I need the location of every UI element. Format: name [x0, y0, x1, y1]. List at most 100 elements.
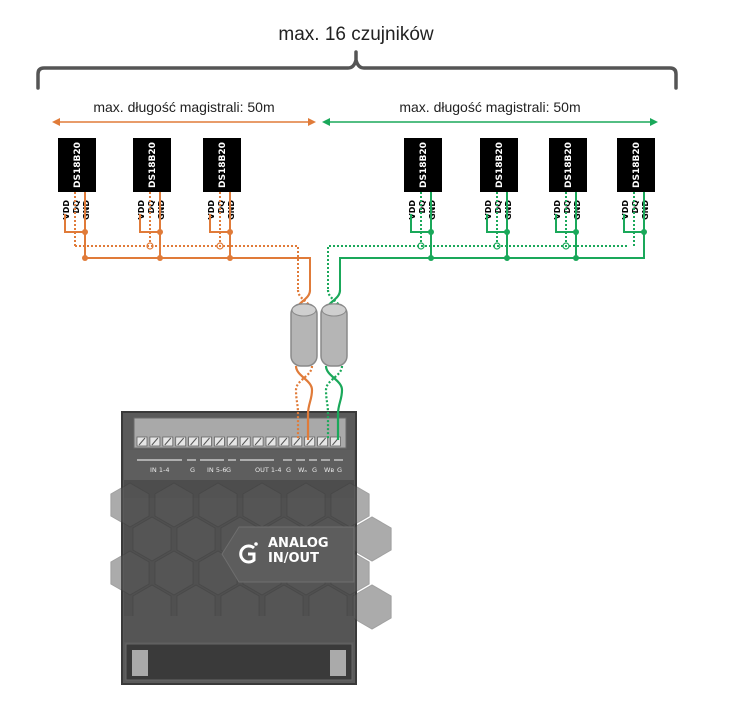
hex-pattern-cell	[198, 482, 238, 528]
din-rail-slot	[125, 643, 353, 681]
pin-label-gnd: GND	[573, 200, 582, 220]
sensor-label: DS18B20	[148, 142, 158, 188]
pin-label-dq: DQ	[72, 200, 81, 214]
terminal-label: G	[226, 466, 231, 474]
terminal-screw-slot	[306, 437, 314, 446]
terminal-screw-slot	[203, 437, 210, 446]
terminal-label: IN 5-6	[207, 466, 226, 474]
pin-label-vdd: VDD	[408, 200, 417, 220]
hex-pattern-cell	[154, 482, 194, 528]
pin-label-gnd: GND	[82, 200, 91, 220]
pin-label-dq: DQ	[147, 200, 156, 214]
vdd-wire	[64, 214, 85, 233]
sensor-label: DS18B20	[73, 142, 83, 188]
terminal-screw-slot	[177, 437, 185, 446]
pin-label-vdd: VDD	[553, 200, 562, 220]
pin-label-dq: DQ	[494, 200, 503, 214]
junction-dot	[227, 229, 233, 235]
sensor-body	[480, 138, 518, 192]
screw-terminal	[317, 436, 329, 447]
terminal-screw-slot	[216, 437, 223, 446]
vdd-wire	[555, 214, 576, 233]
terminal-screw-slot	[190, 437, 197, 446]
sensor-body	[133, 138, 171, 192]
sensor-body	[203, 138, 241, 192]
pin-label-vdd: VDD	[621, 200, 630, 220]
terminal-label: G	[312, 466, 317, 474]
junction-dot	[157, 229, 163, 235]
sensor-label: DS18B20	[495, 142, 505, 188]
hex-pattern-cell	[132, 516, 172, 562]
junction-dot	[428, 229, 434, 235]
screw-terminal	[136, 436, 148, 447]
twisted-wire-dashed-green	[324, 365, 344, 440]
vdd-wire	[139, 214, 160, 233]
hex-pattern-cell	[352, 516, 392, 562]
label-strip	[124, 450, 354, 480]
brand-plate	[221, 526, 355, 583]
pin-label-vdd: VDD	[484, 200, 493, 220]
gnd-trunk-right	[339, 225, 645, 290]
junction-dot	[573, 229, 579, 235]
screw-terminal	[201, 436, 212, 447]
pin-label-gnd: GND	[157, 200, 166, 220]
screw-terminal	[252, 436, 264, 447]
ferrite-top	[321, 303, 347, 317]
sensor-body	[617, 138, 655, 192]
din-clip-left	[132, 650, 148, 676]
terminal-screw-slot	[254, 437, 262, 446]
twisted-wire-dashed-orange	[294, 365, 314, 440]
din-clip-right	[330, 650, 346, 676]
sensor-count-title: max. 16 czujników	[278, 24, 434, 45]
bus-length-label-right: max. długość magistrali: 50m	[399, 99, 580, 115]
terminal-screw-slot	[319, 437, 326, 446]
vdd-wire	[209, 214, 230, 233]
hex-pattern-cell	[352, 584, 392, 630]
junction-dot	[504, 229, 510, 235]
pin-label-dq: DQ	[563, 200, 572, 214]
screw-terminal	[226, 436, 238, 447]
pin-label-dq: DQ	[631, 200, 640, 214]
screw-terminal	[149, 436, 161, 447]
ferrite-top	[291, 303, 317, 317]
grenton-logo-icon	[239, 542, 258, 564]
sensor-label: DS18B20	[218, 142, 228, 188]
hex-pattern-cell	[176, 516, 216, 562]
pin-label-vdd: VDD	[62, 200, 71, 220]
arrowhead-right-icon	[650, 118, 658, 126]
pin-label-gnd: GND	[641, 200, 650, 220]
sensor-label: DS18B20	[632, 142, 642, 188]
vdd-wire	[623, 214, 644, 233]
terminal-label: G	[337, 466, 342, 474]
pin-label-vdd: VDD	[137, 200, 146, 220]
arrowhead-right-icon	[308, 118, 316, 126]
screw-terminal	[162, 436, 174, 447]
dq-trunk-left	[75, 245, 299, 290]
pin-label-dq: DQ	[217, 200, 226, 214]
pin-label-gnd: GND	[428, 200, 437, 220]
brace	[36, 50, 678, 90]
gnd-trunk-left	[85, 257, 311, 290]
brand-line-1: ANALOG	[268, 536, 329, 551]
junction-dot	[82, 229, 88, 235]
terminal-screw-slot	[138, 437, 146, 446]
pin-label-gnd: GND	[504, 200, 513, 220]
terminal-label: Wₐ	[298, 466, 307, 474]
sensor-label: DS18B20	[419, 142, 429, 188]
screw-terminal	[291, 436, 303, 447]
screw-terminal	[213, 436, 225, 447]
arrowhead-left-icon	[322, 118, 330, 126]
screw-terminal	[265, 436, 277, 447]
terminal-label: Wʙ	[324, 466, 334, 474]
screw-terminal	[175, 436, 187, 447]
terminal-screw-slot	[293, 437, 301, 446]
hex-pattern-cell	[154, 550, 194, 596]
screw-terminal	[304, 436, 316, 447]
terminal-screw-slot	[151, 437, 159, 446]
